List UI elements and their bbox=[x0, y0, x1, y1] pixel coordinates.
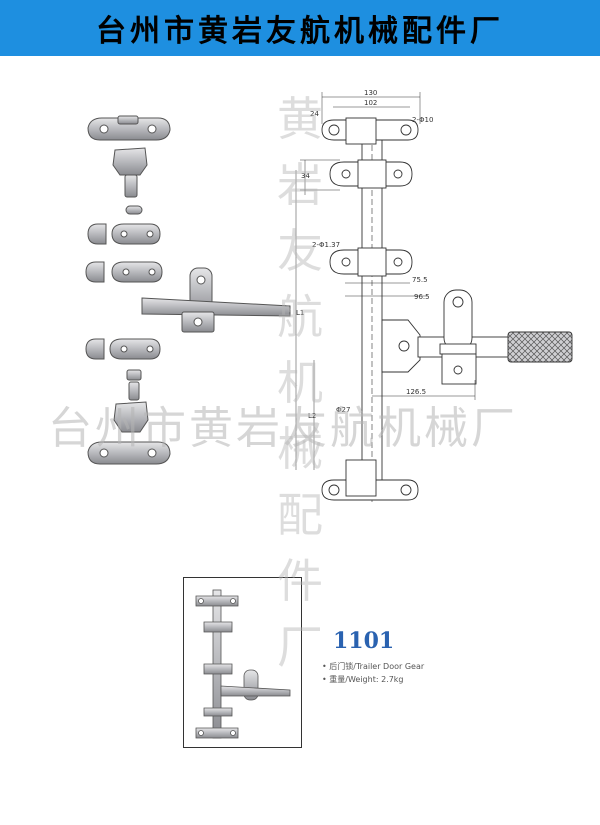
dim-34: 34 bbox=[301, 172, 310, 180]
dim-102: 102 bbox=[364, 99, 377, 107]
dim-phi27: Φ27 bbox=[336, 406, 350, 414]
dim-phi10: 2-Φ10 bbox=[412, 116, 433, 124]
company-title: 台州市黄岩友航机械配件厂 bbox=[96, 14, 504, 49]
dim-130: 130 bbox=[364, 89, 377, 97]
product-description-text: 后门锁/Trailer Door Gear bbox=[329, 662, 425, 671]
product-weight: • 重量/Weight: 2.7kg bbox=[322, 675, 404, 684]
watermark-horizontal: 台州市黄岩友航机械厂 bbox=[48, 403, 518, 454]
dim-126-5: 126.5 bbox=[406, 388, 426, 396]
product-weight-text: 重量/Weight: 2.7kg bbox=[329, 675, 404, 684]
dim-l1: L1 bbox=[296, 309, 304, 317]
dim-phi137: 2-Φ1.37 bbox=[312, 241, 340, 249]
model-number: 1101 bbox=[333, 628, 395, 654]
product-description: • 后门锁/Trailer Door Gear bbox=[322, 662, 425, 671]
watermark-vertical: 黄岩友航机械配件厂 bbox=[277, 92, 323, 674]
exploded-parts bbox=[85, 115, 291, 465]
dim-96-5: 96.5 bbox=[414, 293, 430, 301]
dim-24: 24 bbox=[310, 110, 319, 118]
assembly-drawing bbox=[295, 92, 573, 505]
dim-75-5: 75.5 bbox=[412, 276, 428, 284]
dim-l2: L2 bbox=[308, 412, 316, 420]
header-banner: 台州市黄岩友航机械配件厂 bbox=[0, 0, 600, 56]
